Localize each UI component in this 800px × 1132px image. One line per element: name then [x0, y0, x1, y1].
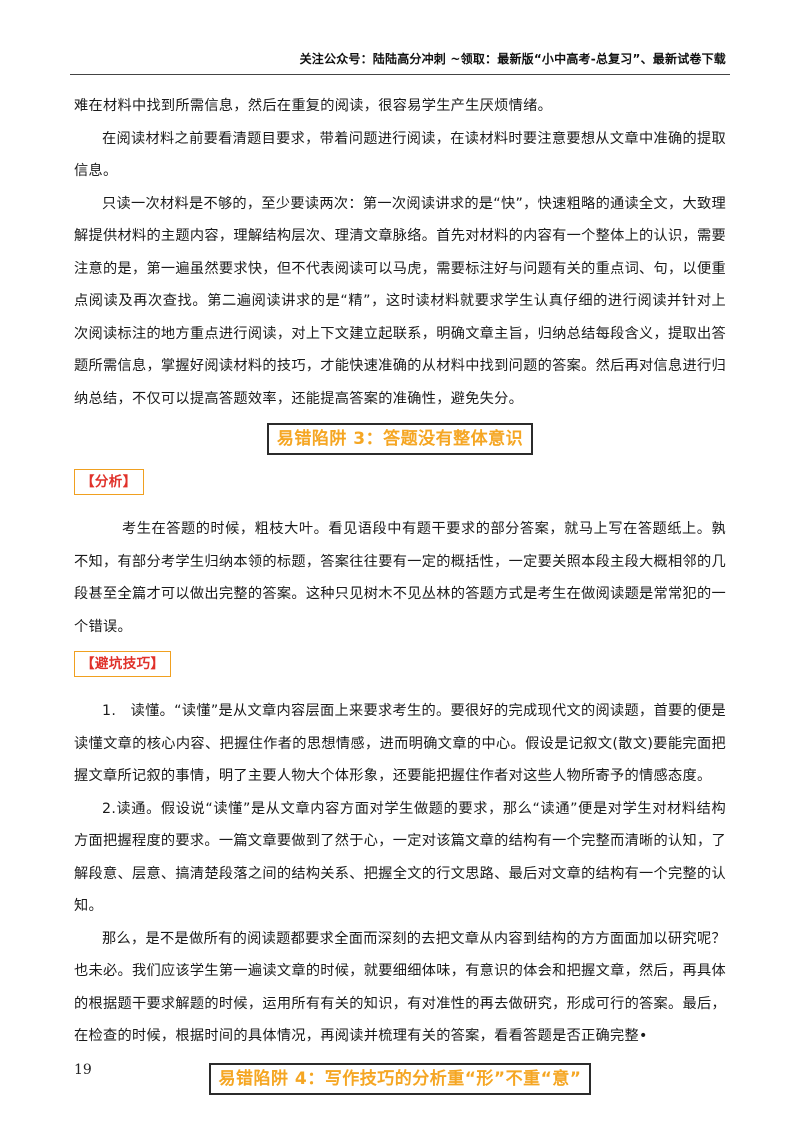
page-number: 19 [74, 1062, 92, 1078]
tip-item-read-understand: 1. 读懂。“读懂”是从文章内容层面上来要求考生的。要很好的完成现代文的阅读题，… [74, 703, 726, 784]
header-rule [70, 74, 730, 75]
pitfall-3-heading: 易错陷阱 3：答题没有整体意识 [266, 423, 534, 455]
pitfall-4-heading-wrap: 易错陷阱 4：写作技巧的分析重“形”不重“意” [74, 1062, 726, 1099]
analysis-paragraph: 考生在答题的时候，粗枝大叶。看见语段中有题干要求的部分答案，就马上写在答题纸上。… [74, 521, 726, 635]
pitfall-3-heading-wrap: 易错陷阱 3：答题没有整体意识 [74, 423, 726, 459]
page-header: 关注公众号：陆陆高分冲刺 ~领取：最新版“小中高考-总复习”、最新试卷下载 [299, 52, 726, 66]
page-content: 难在材料中找到所需信息，然后在重复的阅读，很容易学生产生厌烦情绪。 在阅读材料之… [74, 90, 726, 1105]
tip-item-summary: 那么，是不是做所有的阅读题都要求全面而深刻的去把文章从内容到结构的方方面面加以研… [74, 930, 726, 1045]
analysis-tag-wrap: 【分析】 [74, 469, 726, 499]
paragraph-read-twice: 只读一次材料是不够的，至少要读两次：第一次阅读讲求的是“快”，快速粗略的通读全文… [74, 195, 726, 407]
tip-item-read-through: 2.读通。假设说“读懂”是从文章内容方面对学生做题的要求，那么“读通”便是对学生… [74, 800, 726, 915]
analysis-tag: 【分析】 [74, 469, 144, 495]
paragraph-continuation: 难在材料中找到所需信息，然后在重复的阅读，很容易学生产生厌烦情绪。 [74, 98, 553, 114]
tips-tag-wrap: 【避坑技巧】 [74, 651, 726, 681]
pitfall-4-heading: 易错陷阱 4：写作技巧的分析重“形”不重“意” [208, 1062, 592, 1095]
paragraph-read-requirements: 在阅读材料之前要看清题目要求，带着问题进行阅读，在读材料时要注意要想从文章中准确… [74, 130, 726, 180]
tips-tag: 【避坑技巧】 [74, 651, 172, 677]
